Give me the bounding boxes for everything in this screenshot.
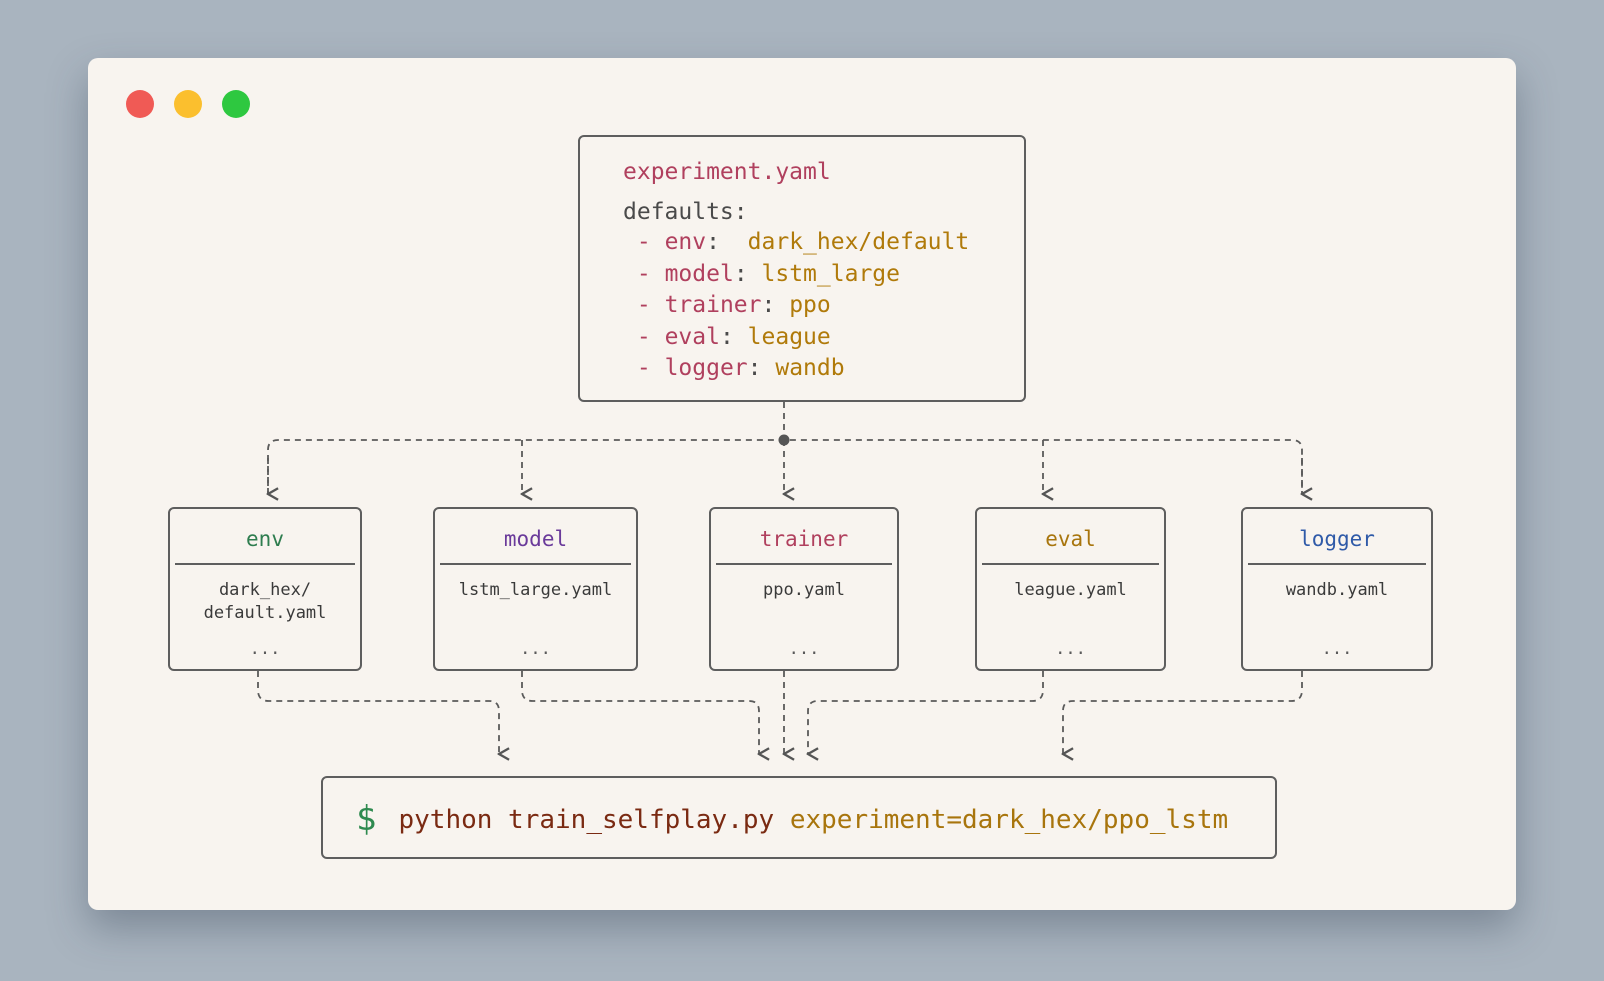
connector-logger-to-cmd xyxy=(1063,671,1303,754)
entry-key: trainer xyxy=(664,292,762,318)
entry-key: logger xyxy=(664,355,748,381)
connector-bus xyxy=(267,439,1303,494)
config-group-env: env dark_hex/default.yaml ... xyxy=(168,507,362,671)
entry-dash: - xyxy=(636,292,665,318)
entry-dash: - xyxy=(636,355,665,381)
entry-value: dark_hex/default xyxy=(747,229,970,255)
config-group-title: logger xyxy=(1248,509,1426,565)
entry-value: league xyxy=(747,323,831,350)
entry-key: env xyxy=(664,229,707,255)
more-ellipsis: ... xyxy=(1321,639,1353,659)
defaults-list: - env: dark_hex/default - model: lstm_la… xyxy=(623,227,1024,385)
maximize-window-icon[interactable] xyxy=(222,90,250,118)
config-group-title: model xyxy=(440,509,631,565)
config-group-model: model lstm_large.yaml ... xyxy=(433,507,638,671)
command-line: $ python train_selfplay.py experiment=dar… xyxy=(321,776,1277,859)
config-file-name: dark_hex/default.yaml xyxy=(203,580,327,623)
entry-key: model xyxy=(664,260,734,287)
config-file-name: wandb.yaml xyxy=(1285,580,1389,600)
connector-eval-to-cmd xyxy=(808,671,1044,754)
connector-env-to-cmd xyxy=(257,671,499,754)
experiment-filename: experiment.yaml xyxy=(623,159,831,185)
config-group-logger: logger wandb.yaml ... xyxy=(1241,507,1433,671)
config-file-name: lstm_large.yaml xyxy=(458,580,613,600)
entry-separator: : xyxy=(761,292,790,318)
minimize-window-icon[interactable] xyxy=(174,90,202,118)
entry-separator: : xyxy=(747,355,776,381)
defaults-entry-trainer: - trainer: ppo xyxy=(623,290,1024,322)
dollar-prompt-icon: $ xyxy=(356,799,377,839)
config-group-title: env xyxy=(175,509,355,565)
config-group-trainer: trainer ppo.yaml ... xyxy=(709,507,899,671)
config-group-title: eval xyxy=(982,509,1159,565)
command-program: python train_selfplay.py xyxy=(398,805,775,835)
entry-key: eval xyxy=(664,323,720,350)
defaults-entry-eval: - eval: league xyxy=(623,322,1024,354)
entry-value: ppo xyxy=(789,292,831,318)
config-file-name: ppo.yaml xyxy=(763,580,845,600)
more-ellipsis: ... xyxy=(249,639,281,659)
more-ellipsis: ... xyxy=(1055,639,1086,659)
config-group-eval: eval league.yaml ... xyxy=(975,507,1166,671)
defaults-entry-env: - env: dark_hex/default xyxy=(623,227,1024,259)
entry-dash: - xyxy=(636,323,665,350)
entry-value: wandb xyxy=(775,355,845,381)
app-window: experiment.yaml defaults: - env: dark_he… xyxy=(88,58,1516,910)
more-ellipsis: ... xyxy=(520,639,551,659)
junction-dot xyxy=(778,434,790,446)
entry-separator: : xyxy=(706,229,748,255)
config-file-name: league.yaml xyxy=(1014,580,1127,600)
defaults-entry-logger: - logger: wandb xyxy=(623,353,1024,385)
connector-lines xyxy=(257,402,1516,910)
connector-model-to-cmd xyxy=(521,671,759,754)
entry-dash: - xyxy=(636,229,665,255)
config-group-title: trainer xyxy=(716,509,892,565)
command-argument: experiment=dark_hex/ppo_lstm xyxy=(789,805,1229,835)
entry-value: lstm_large xyxy=(761,260,900,287)
defaults-key: defaults: xyxy=(623,199,748,225)
close-window-icon[interactable] xyxy=(126,90,154,118)
entry-separator: : xyxy=(719,323,748,350)
more-ellipsis: ... xyxy=(788,639,820,659)
entry-dash: - xyxy=(636,260,665,287)
entry-separator: : xyxy=(733,260,762,287)
experiment-yaml-box: experiment.yaml defaults: - env: dark_he… xyxy=(578,135,1026,402)
defaults-entry-model: - model: lstm_large xyxy=(623,259,1024,291)
